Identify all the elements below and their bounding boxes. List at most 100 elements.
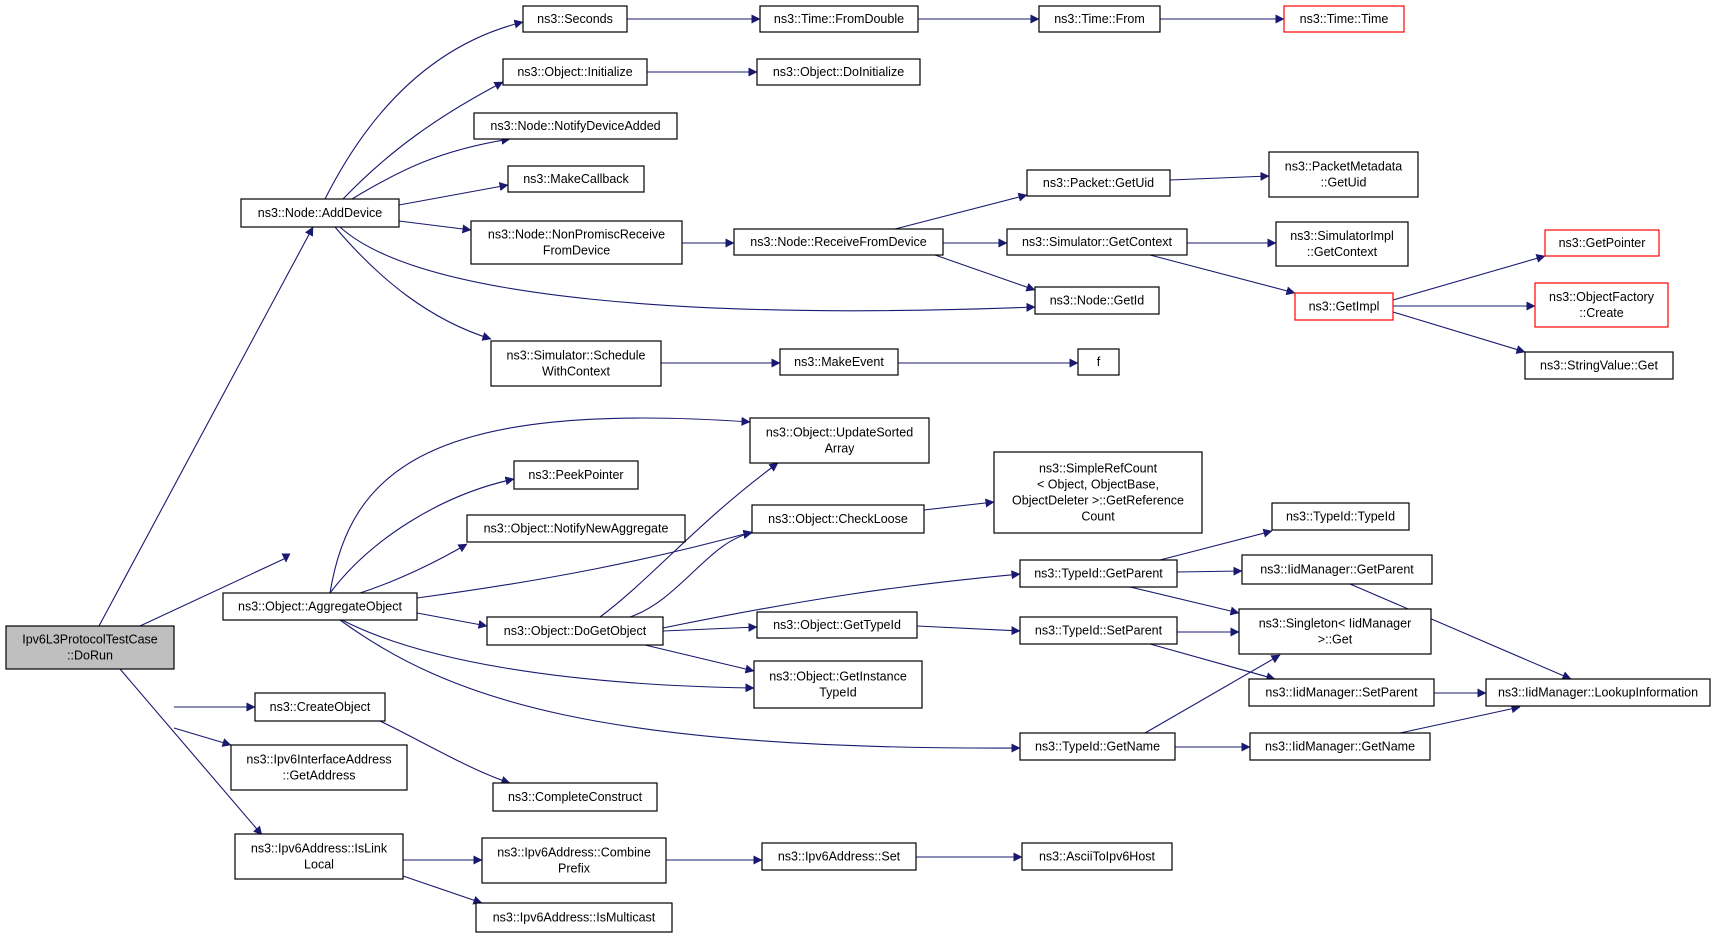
function-node-label: ns3::TypeId::TypeId — [1286, 510, 1395, 524]
function-node-timeTime[interactable]: ns3::Time::Time — [1283, 5, 1405, 33]
function-node-timeFrom[interactable]: ns3::Time::From — [1038, 5, 1161, 33]
function-node-doGetObj[interactable]: ns3::Object::DoGetObject — [486, 616, 664, 646]
function-node-completeConst[interactable]: ns3::CompleteConstruct — [492, 782, 658, 812]
function-node-simImplCtx[interactable]: ns3::SimulatorImpl::GetContext — [1275, 221, 1409, 267]
function-node-seconds[interactable]: ns3::Seconds — [522, 5, 628, 33]
function-node-box — [1021, 842, 1173, 871]
function-node-label: ns3::Ipv6Address::IsLink — [251, 842, 388, 856]
function-node-tidSetParent[interactable]: ns3::TypeId::SetParent — [1019, 616, 1178, 645]
function-node-makeEvent[interactable]: ns3::MakeEvent — [779, 348, 899, 376]
function-node-tidGetParent[interactable]: ns3::TypeId::GetParent — [1019, 559, 1178, 588]
function-node-objInit[interactable]: ns3::Object::Initialize — [502, 58, 648, 86]
function-node-label: Ipv6L3ProtocolTestCase — [22, 633, 158, 647]
function-node-peekPtr[interactable]: ns3::PeekPointer — [513, 460, 639, 490]
function-node-objFactory[interactable]: ns3::ObjectFactory::Create — [1534, 282, 1669, 328]
call-edge — [1144, 654, 1281, 734]
function-node-aggObj[interactable]: ns3::Object::AggregateObject — [222, 592, 418, 621]
function-node-iidSetParent[interactable]: ns3::IidManager::SetParent — [1248, 678, 1435, 707]
function-node-createObj[interactable]: ns3::CreateObject — [254, 692, 386, 722]
function-node-label: ns3::GetImpl — [1309, 300, 1380, 314]
function-node-iidGetName[interactable]: ns3::IidManager::GetName — [1249, 732, 1431, 761]
function-node-objDoInit[interactable]: ns3::Object::DoInitialize — [756, 58, 921, 86]
function-node-simGetCtx[interactable]: ns3::Simulator::GetContext — [1006, 228, 1188, 256]
function-node-label: ns3::Time::Time — [1300, 12, 1389, 26]
function-node-stringGet[interactable]: ns3::StringValue::Get — [1524, 351, 1674, 380]
function-node-label: ns3::Object::CheckLoose — [768, 512, 908, 526]
call-edge — [139, 553, 291, 627]
function-node-box — [1268, 151, 1419, 198]
function-node-box — [222, 592, 418, 621]
function-node-iidGetParent[interactable]: ns3::IidManager::GetParent — [1241, 554, 1433, 585]
function-node-recvFromDev[interactable]: ns3::Node::ReceiveFromDevice — [733, 228, 944, 256]
function-node-label: ::DoRun — [67, 649, 113, 663]
call-edge — [173, 727, 232, 747]
function-node-label: Count — [1081, 510, 1115, 524]
function-node-addDevice[interactable]: ns3::Node::AddDevice — [240, 198, 400, 228]
function-node-label: ns3::Object::GetInstance — [769, 670, 907, 684]
function-node-addrSet[interactable]: ns3::Ipv6Address::Set — [761, 842, 917, 871]
function-node-tidGetName[interactable]: ns3::TypeId::GetName — [1019, 732, 1176, 761]
function-node-box — [466, 514, 686, 543]
function-node-root[interactable]: Ipv6L3ProtocolTestCase::DoRun — [5, 625, 175, 670]
function-node-label: Local — [304, 858, 334, 872]
function-node-box — [473, 112, 678, 140]
call-edge — [341, 619, 755, 693]
function-node-box — [1544, 229, 1660, 257]
function-node-label: ObjectDeleter >::GetReference — [1012, 494, 1184, 508]
call-edge — [351, 135, 511, 200]
function-node-fromDouble[interactable]: ns3::Time::FromDouble — [759, 5, 919, 33]
function-node-box — [1275, 221, 1409, 267]
function-node-label: ns3::TypeId::SetParent — [1035, 624, 1163, 638]
function-node-checkLoose[interactable]: ns3::Object::CheckLoose — [751, 504, 925, 534]
call-edge — [662, 622, 758, 632]
call-edge — [98, 226, 314, 627]
function-node-getPointer[interactable]: ns3::GetPointer — [1544, 229, 1660, 257]
function-node-box — [513, 460, 639, 490]
function-node-box — [234, 833, 404, 880]
function-node-box — [1283, 5, 1405, 33]
call-edge — [662, 570, 1021, 629]
function-node-asciiHost[interactable]: ns3::AsciiToIpv6Host — [1021, 842, 1173, 871]
function-node-box — [779, 348, 899, 376]
function-node-objGetTid[interactable]: ns3::Object::GetTypeId — [756, 611, 918, 639]
function-node-box — [753, 660, 923, 709]
function-node-label: ns3::Ipv6Address::Set — [778, 850, 901, 864]
function-node-box — [470, 220, 683, 265]
function-node-notifyAgg[interactable]: ns3::Object::NotifyNewAggregate — [466, 514, 686, 543]
function-node-getImpl[interactable]: ns3::GetImpl — [1294, 292, 1394, 321]
function-node-isMulticast[interactable]: ns3::Ipv6Address::IsMulticast — [475, 902, 673, 933]
function-node-label: ns3::Node::ReceiveFromDevice — [750, 235, 927, 249]
function-node-box — [481, 837, 667, 884]
function-node-simpleRef[interactable]: ns3::SimpleRefCount< Object, ObjectBase,… — [993, 451, 1203, 534]
function-node-box — [1019, 616, 1178, 645]
function-node-tidTypeId[interactable]: ns3::TypeId::TypeId — [1271, 502, 1410, 531]
function-node-nodeGetId[interactable]: ns3::Node::GetId — [1034, 286, 1160, 315]
function-node-notifyDevAdded[interactable]: ns3::Node::NotifyDeviceAdded — [473, 112, 678, 140]
function-node-box — [749, 417, 930, 464]
function-node-pktGetUid[interactable]: ns3::Packet::GetUid — [1026, 169, 1171, 197]
function-node-singleton[interactable]: ns3::Singleton< IidManager >::Get — [1238, 608, 1432, 655]
function-node-label: ns3::IidManager::LookupInformation — [1498, 686, 1698, 700]
function-node-label: ns3::Node::GetId — [1050, 294, 1145, 308]
function-node-f[interactable]: f — [1077, 348, 1120, 376]
function-node-makeCallback[interactable]: ns3::MakeCallback — [507, 165, 645, 193]
function-node-iidLookup[interactable]: ns3::IidManager::LookupInformation — [1485, 678, 1711, 707]
function-node-label: ns3::IidManager::GetName — [1265, 740, 1415, 754]
function-node-label: ns3::Ipv6InterfaceAddress — [246, 753, 391, 767]
function-node-box — [486, 616, 664, 646]
function-node-ifAddr[interactable]: ns3::Ipv6InterfaceAddress::GetAddress — [230, 744, 408, 791]
function-node-pktMetaUid[interactable]: ns3::PacketMetadata::GetUid — [1268, 151, 1419, 198]
call-edge — [398, 182, 509, 206]
function-node-box — [522, 5, 628, 33]
function-node-label: ns3::Simulator::Schedule — [507, 349, 646, 363]
call-edge — [1176, 566, 1243, 576]
function-node-box — [1006, 228, 1188, 256]
function-node-box — [1248, 678, 1435, 707]
function-node-box — [475, 902, 673, 933]
